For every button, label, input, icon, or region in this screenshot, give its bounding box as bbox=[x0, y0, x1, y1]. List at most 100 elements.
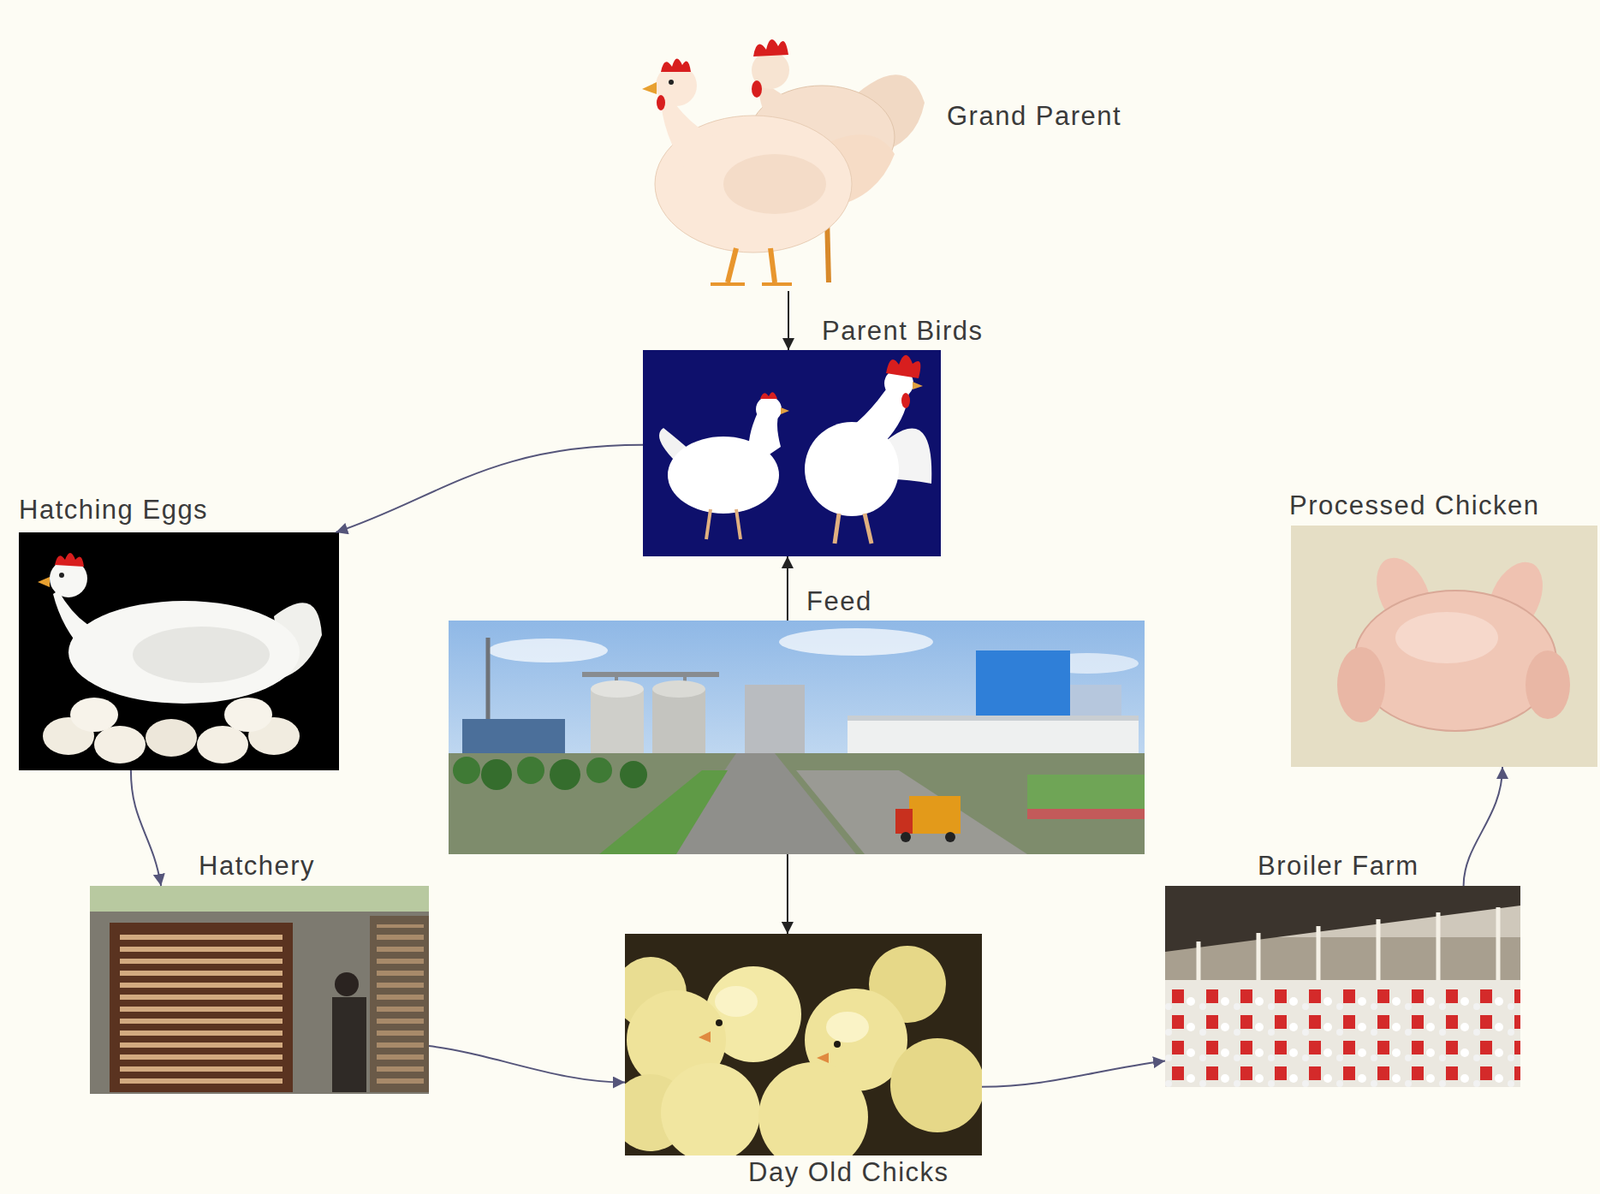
feed-mill-photo-part bbox=[796, 770, 1028, 855]
picture-box: Day Old Chicks bbox=[624, 933, 982, 1156]
flow-arrow bbox=[428, 1046, 625, 1083]
feed-mill-photo-part bbox=[744, 684, 805, 758]
feed-mill-photo-part bbox=[1027, 808, 1145, 820]
hatchery-photo-part bbox=[376, 924, 424, 1088]
stage-label: Feed bbox=[806, 587, 873, 617]
feed-mill-photo-part bbox=[652, 680, 706, 698]
parent-birds-photo-part bbox=[912, 381, 923, 390]
processed-chicken-photo-part bbox=[1395, 612, 1499, 664]
day-old-chicks-photo-part bbox=[826, 1011, 869, 1043]
feed-mill-photo-part bbox=[549, 759, 581, 791]
feed-mill-photo-part bbox=[487, 638, 608, 663]
grandparent-chickens-part bbox=[770, 248, 775, 283]
hatching-eggs-photo-part bbox=[18, 532, 340, 771]
grandparent-chickens-part bbox=[668, 79, 674, 85]
flow-arrow bbox=[786, 854, 789, 934]
hatching-eggs-photo-part bbox=[59, 572, 65, 578]
feed-mill-photo-part bbox=[847, 715, 1139, 721]
hatching-eggs-photo-part bbox=[37, 576, 50, 588]
parent-birds-photo-part bbox=[901, 392, 911, 409]
grandparent-chickens-part bbox=[660, 58, 691, 72]
feed-mill-photo-part bbox=[462, 719, 566, 758]
feed-mill-photo-part bbox=[945, 832, 956, 843]
stage-label: Parent Birds bbox=[821, 316, 984, 346]
flow-arrow bbox=[1463, 767, 1503, 887]
picture-box: Processed Chicken bbox=[1290, 525, 1598, 768]
feed-mill-photo bbox=[448, 620, 1145, 855]
picture-box: Parent Birds bbox=[642, 350, 941, 557]
hatching-eggs-photo-part bbox=[94, 725, 146, 764]
parent-birds-photo bbox=[642, 350, 941, 557]
day-old-chicks-photo-part bbox=[715, 1019, 723, 1027]
grandparent-chickens-part bbox=[727, 248, 737, 283]
hatching-eggs-photo bbox=[18, 532, 340, 771]
feed-mill-photo-part bbox=[619, 761, 648, 789]
feed-mill-photo-part bbox=[590, 680, 644, 698]
feed-mill-photo-part bbox=[779, 628, 934, 656]
broiler-farm-photo-part bbox=[1436, 912, 1441, 989]
feed-mill-photo-part bbox=[909, 796, 961, 834]
picture-box: Broiler Farm bbox=[1165, 886, 1521, 1088]
flow-arrow bbox=[786, 556, 789, 621]
feed-mill-photo-part bbox=[900, 832, 911, 843]
grandparent-chickens-part bbox=[656, 95, 666, 111]
stage-label: Broiler Farm bbox=[1257, 851, 1420, 881]
feed-mill-photo-part bbox=[599, 770, 728, 855]
broiler-farm-photo bbox=[1165, 886, 1521, 1088]
feed-mill-photo-part bbox=[448, 753, 1145, 855]
day-old-chicks-photo-part bbox=[758, 1062, 869, 1156]
parent-birds-photo-part bbox=[834, 513, 839, 544]
day-old-chicks-photo-part bbox=[714, 986, 758, 1018]
broiler-farm-photo-part bbox=[1496, 907, 1501, 987]
feed-mill-photo-part bbox=[582, 672, 720, 678]
feed-mill-photo-part bbox=[586, 757, 613, 784]
processed-chicken-photo bbox=[1290, 525, 1598, 768]
feed-mill-photo-part bbox=[517, 756, 545, 785]
parent-birds-photo-part bbox=[706, 509, 711, 540]
hatchery-photo-part bbox=[89, 886, 429, 1095]
picture-box: Feed bbox=[448, 620, 1145, 855]
processed-chicken-photo-part bbox=[1290, 525, 1598, 768]
processed-chicken-photo-part bbox=[1337, 647, 1386, 723]
picture-box: Hatching Eggs bbox=[18, 532, 340, 771]
processed-chicken-photo-part bbox=[1525, 650, 1571, 720]
hatching-eggs-photo-part bbox=[196, 725, 249, 764]
grandparent-chickens-part bbox=[710, 282, 745, 286]
grandparent-chickens bbox=[642, 39, 925, 285]
grandparent-chickens-part bbox=[761, 282, 792, 286]
hatchery-photo-part bbox=[109, 922, 293, 1093]
flow-arrow bbox=[335, 445, 643, 533]
grandparent-chickens-part bbox=[723, 154, 827, 215]
day-old-chicks-photo-part bbox=[890, 1038, 982, 1133]
feed-mill-photo-part bbox=[895, 808, 913, 834]
grandparent-chickens-part bbox=[642, 82, 657, 95]
stage-label: Hatchery bbox=[198, 851, 316, 881]
hatching-eggs-photo-part bbox=[70, 697, 119, 732]
flow-arrow bbox=[787, 291, 790, 351]
parent-birds-photo-part bbox=[780, 407, 790, 415]
day-old-chicks-photo-part bbox=[833, 1040, 841, 1048]
picture-box: Grand Parent bbox=[648, 41, 929, 292]
hatchery-photo-part bbox=[369, 915, 429, 1093]
hatching-eggs-photo-part bbox=[132, 626, 270, 684]
parent-birds-photo-part bbox=[755, 396, 782, 423]
hatching-eggs-photo-part bbox=[53, 590, 122, 664]
day-old-chicks-photo bbox=[624, 933, 982, 1156]
stage-label: Processed Chicken bbox=[1289, 491, 1541, 521]
feed-mill-photo-part bbox=[652, 689, 706, 762]
broiler-farm-photo-part bbox=[1165, 886, 1521, 952]
broiler-farm-photo-part bbox=[1165, 980, 1521, 1088]
day-old-chicks-photo-part bbox=[660, 1063, 761, 1156]
hatchery-photo-part bbox=[332, 997, 367, 1093]
broiler-farm-photo-part bbox=[1165, 984, 1521, 1088]
flow-arrow bbox=[130, 770, 161, 887]
broiler-farm-photo-part bbox=[1165, 886, 1521, 1088]
parent-birds-photo-part bbox=[886, 355, 921, 379]
feed-mill-photo-part bbox=[481, 759, 512, 791]
parent-birds-photo-part bbox=[864, 513, 872, 544]
grandparent-chickens-part bbox=[753, 39, 789, 57]
